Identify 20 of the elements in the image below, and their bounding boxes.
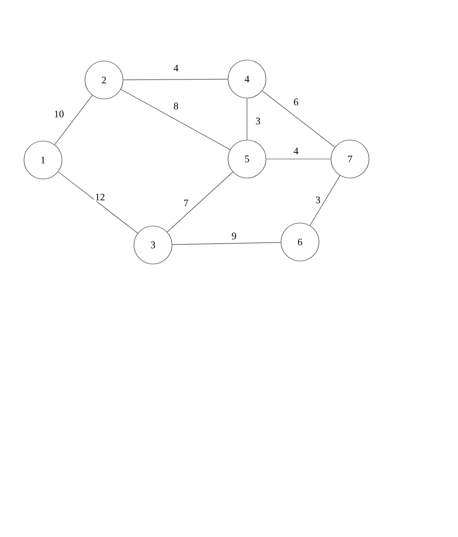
edge-line xyxy=(123,78,228,80)
edge-line xyxy=(266,158,331,160)
edge-label: 4 xyxy=(292,146,300,156)
edge-label: 8 xyxy=(172,102,180,110)
edge-label: 7 xyxy=(182,198,190,208)
edge-label: 10 xyxy=(53,110,65,118)
edge-line xyxy=(54,95,93,145)
edge-label: 6 xyxy=(292,98,300,106)
edge-line xyxy=(262,90,336,148)
edge-line xyxy=(166,172,234,232)
edge-line xyxy=(246,98,248,140)
edge-line xyxy=(172,242,281,245)
edge-label: 3 xyxy=(314,196,322,204)
edge-label: 9 xyxy=(230,232,238,240)
edge-line xyxy=(310,175,340,226)
edge-label: 3 xyxy=(254,116,262,126)
edge-line xyxy=(120,89,230,150)
edge-line xyxy=(58,172,138,234)
edge-label: 4 xyxy=(172,64,180,72)
edge-label: 12 xyxy=(94,192,106,202)
